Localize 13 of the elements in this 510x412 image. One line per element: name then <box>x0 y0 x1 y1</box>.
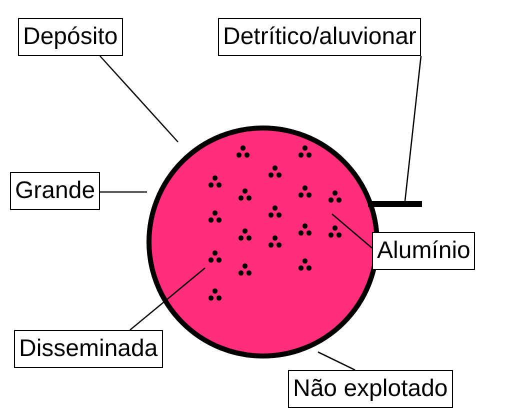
callout-label: Não explotado <box>288 370 453 408</box>
leader-line <box>404 56 422 202</box>
leader-line <box>332 214 372 248</box>
leader-line <box>130 268 206 330</box>
callout-label: Alumínio <box>372 232 476 270</box>
bar-stub <box>368 201 422 207</box>
callout-label: Detrítico/aluvionar <box>218 18 422 56</box>
callout-label: Grande <box>10 172 100 210</box>
leader-line <box>318 351 356 371</box>
callout-label: Disseminada <box>14 330 163 368</box>
leader-line <box>100 191 147 193</box>
leader-line <box>100 56 178 142</box>
callout-label: Depósito <box>18 18 123 56</box>
